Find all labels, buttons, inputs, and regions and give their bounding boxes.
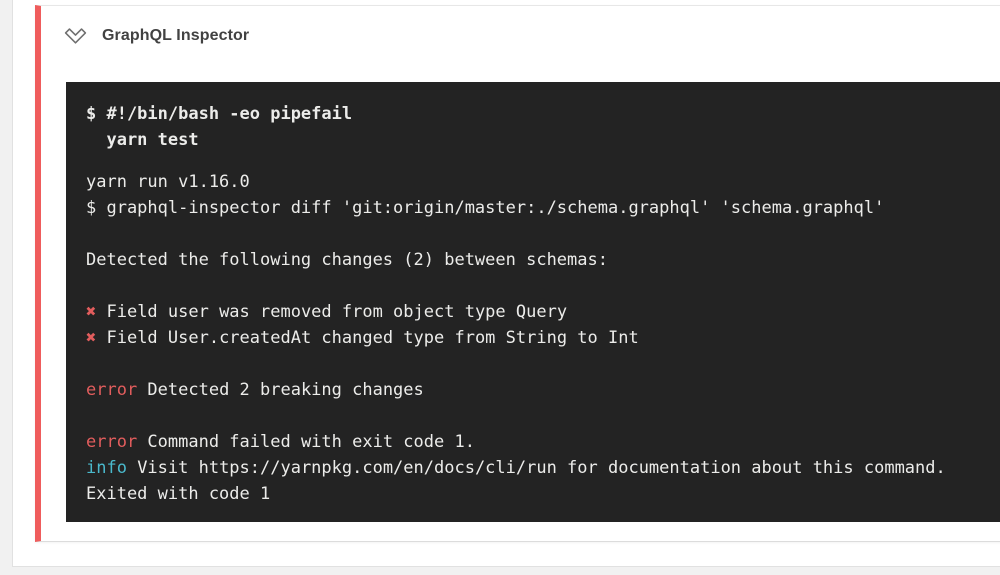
- log-error-tag: error: [86, 380, 138, 400]
- step-title: GraphQL Inspector: [102, 26, 250, 44]
- log-text: Command failed with exit code 1.: [137, 432, 475, 452]
- terminal-line: $ graphql-inspector diff 'git:origin/mas…: [86, 195, 1000, 221]
- log-error-tag: ✖: [86, 302, 97, 322]
- terminal-line: [86, 221, 1000, 247]
- step-header: GraphQL Inspector: [63, 25, 249, 46]
- log-text: yarn run v1.16.0: [86, 172, 250, 192]
- log-text: yarn test: [86, 130, 199, 150]
- terminal-command-gap: [86, 153, 1000, 169]
- terminal-output: $ #!/bin/bash -eo pipefail yarn test yar…: [66, 82, 1000, 522]
- terminal-line: Detected the following changes (2) betwe…: [86, 247, 1000, 273]
- terminal-command-block: $ #!/bin/bash -eo pipefail yarn test: [86, 101, 1000, 153]
- terminal-line: yarn run v1.16.0: [86, 169, 1000, 195]
- terminal-line: ✖ Field User.createdAt changed type from…: [86, 325, 1000, 351]
- terminal-line: info Visit https://yarnpkg.com/en/docs/c…: [86, 455, 1000, 481]
- chevron-down-icon[interactable]: [63, 25, 88, 46]
- terminal-line: error Command failed with exit code 1.: [86, 429, 1000, 455]
- terminal-line: Exited with code 1: [86, 481, 1000, 507]
- terminal-line: [86, 403, 1000, 429]
- log-text: $ graphql-inspector diff 'git:origin/mas…: [86, 198, 885, 218]
- terminal-line: yarn test: [86, 127, 1000, 153]
- log-text: Detected the following changes (2) betwe…: [86, 250, 608, 270]
- failed-step-card: GraphQL Inspector $ #!/bin/bash -eo pipe…: [35, 5, 1000, 542]
- terminal-line: [86, 273, 1000, 299]
- terminal-line: error Detected 2 breaking changes: [86, 377, 1000, 403]
- log-text: Field User.createdAt changed type from S…: [96, 328, 639, 348]
- log-text: $ #!/bin/bash -eo pipefail: [86, 104, 353, 124]
- terminal-line: $ #!/bin/bash -eo pipefail: [86, 101, 1000, 127]
- terminal-line: [86, 351, 1000, 377]
- terminal-log-block: yarn run v1.16.0 $ graphql-inspector diff…: [86, 169, 1000, 507]
- log-text: Exited with code 1: [86, 484, 271, 504]
- log-error-tag: error: [86, 432, 138, 452]
- log-text: Detected 2 breaking changes: [137, 380, 424, 400]
- log-error-tag: ✖: [86, 328, 97, 348]
- log-text: Field user was removed from object type …: [96, 302, 568, 322]
- log-info-tag: info: [86, 458, 127, 478]
- log-text: Visit https://yarnpkg.com/en/docs/cli/ru…: [126, 458, 946, 478]
- terminal-line: ✖ Field user was removed from object typ…: [86, 299, 1000, 325]
